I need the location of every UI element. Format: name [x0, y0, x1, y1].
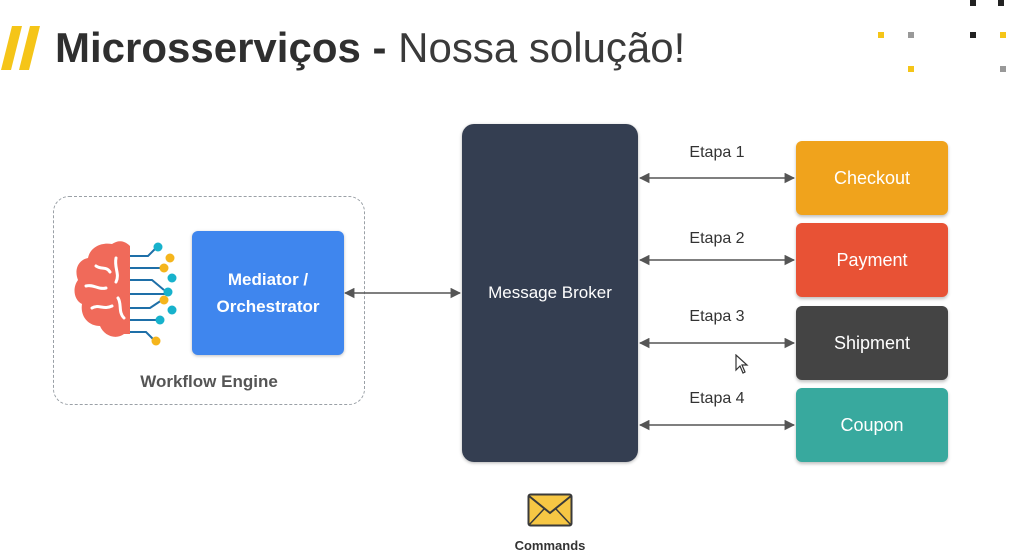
page-title-bold: Microsserviços -: [55, 24, 387, 71]
page-title-light: Nossa solução!: [386, 24, 686, 71]
cursor-icon: [735, 354, 749, 374]
workflow-engine-label: Workflow Engine: [140, 372, 278, 391]
envelope-icon: [527, 493, 573, 527]
brain-icon: [74, 241, 177, 346]
step-label-2: Etapa 2: [689, 230, 745, 247]
message-broker-node: Message Broker: [462, 124, 638, 462]
service-coupon: Coupon: [796, 388, 948, 462]
service-shipment: Shipment: [796, 306, 948, 380]
commands-label: Commands: [514, 538, 586, 553]
message-broker-label: Message Broker: [488, 283, 612, 302]
service-payment-label: Payment: [836, 249, 908, 270]
page-title: Microsserviços - Nossa solução!: [55, 22, 685, 74]
service-checkout: Checkout: [796, 141, 948, 215]
service-payment: Payment: [796, 223, 948, 297]
step-label-3: Etapa 3: [689, 308, 745, 325]
workflow-engine-container: [53, 196, 365, 405]
mediator-orchestrator-node: Mediator / Orchestrator: [192, 231, 344, 355]
step-label-4: Etapa 4: [689, 390, 745, 407]
service-shipment-label: Shipment: [833, 332, 911, 353]
decorative-dots-icon: [878, 0, 1006, 72]
title-slashes-icon: [1, 26, 40, 70]
service-checkout-label: Checkout: [833, 167, 911, 188]
step-label-1: Etapa 1: [689, 144, 745, 161]
mediator-label-line1: Mediator /: [227, 270, 309, 289]
mediator-label-line2: Orchestrator: [216, 297, 320, 316]
service-coupon-label: Coupon: [840, 414, 904, 435]
